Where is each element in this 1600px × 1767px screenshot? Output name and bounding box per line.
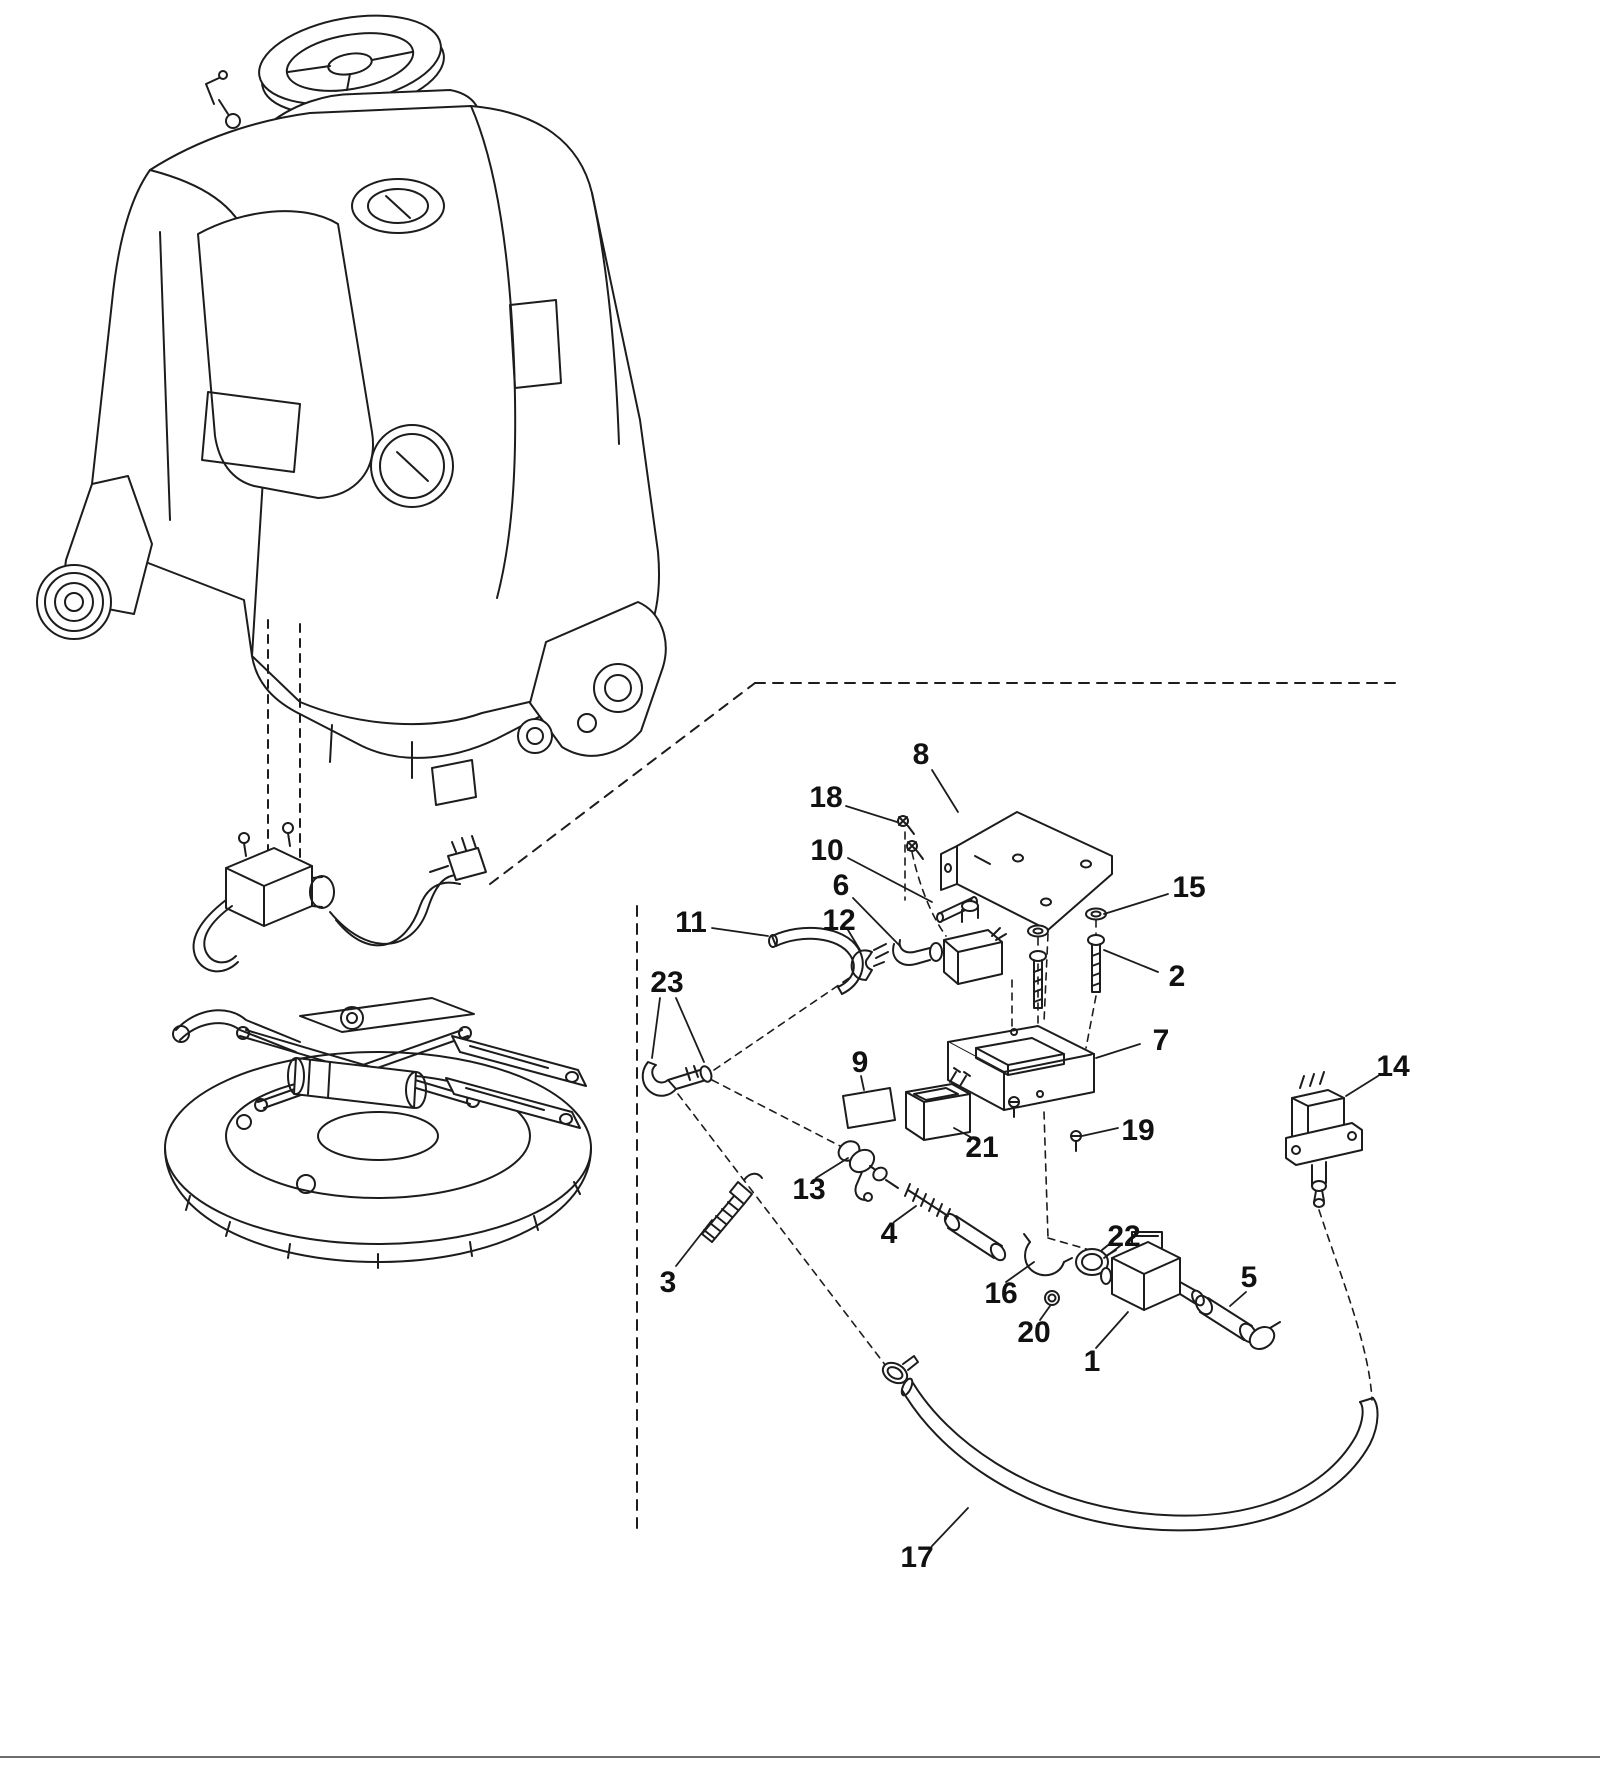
callout-15: 15: [1172, 871, 1206, 904]
callout-7: 7: [1152, 1024, 1170, 1057]
leader-lines: [651, 769, 1379, 1547]
callout-10: 10: [810, 834, 844, 867]
pump-assembly-illustration: [192, 822, 487, 973]
part-18-screws: [897, 815, 924, 860]
part-15-washers: [1027, 907, 1107, 938]
callout-12: 12: [822, 904, 856, 937]
part-1-valve: [1100, 1231, 1205, 1311]
detail-boundary: [489, 682, 1398, 1534]
callout-6: 6: [832, 869, 850, 902]
brush-deck-illustration: [164, 997, 592, 1269]
part-4-spring: [904, 1183, 951, 1222]
part-7-bracket-box: [947, 1025, 1095, 1111]
part-23-elbow: [641, 1061, 713, 1097]
callout-14: 14: [1376, 1050, 1410, 1083]
callout-2: 2: [1168, 960, 1186, 993]
callout-18: 18: [809, 781, 843, 814]
part-14-solenoid-valve: [1285, 1071, 1363, 1208]
part-8-bracket: [940, 811, 1113, 931]
callout-21: 21: [965, 1131, 999, 1164]
callout-22: 22: [1107, 1220, 1141, 1253]
hose-stub: [943, 1212, 1007, 1262]
hose-clamp: [881, 1355, 919, 1385]
part-11-hose: [768, 926, 864, 995]
callout-23: 23: [650, 966, 684, 999]
part-5-hose-piece: [1194, 1294, 1281, 1350]
part-12-elbow: [850, 943, 889, 981]
part-17-hose: [900, 1377, 1379, 1532]
callout-8: 8: [912, 738, 930, 771]
callout-13: 13: [792, 1173, 826, 1206]
bottom-page-rule: [0, 1756, 1600, 1758]
callout-1: 1: [1083, 1345, 1101, 1378]
part-6-valve-assembly: [892, 900, 1007, 985]
callout-4: 4: [880, 1217, 898, 1250]
callout-16: 16: [984, 1277, 1018, 1310]
machine-drop-lines: [267, 619, 301, 859]
callout-19: 19: [1121, 1114, 1155, 1147]
part-9-label: [842, 1087, 896, 1129]
part-2-bolts: [1029, 934, 1105, 1009]
callout-3: 3: [659, 1266, 677, 1299]
callout-20: 20: [1017, 1316, 1051, 1349]
callout-5: 5: [1240, 1261, 1258, 1294]
part-13-couplers: [837, 1140, 899, 1202]
exploded-parts: [641, 811, 1379, 1532]
callout-17: 17: [900, 1541, 934, 1574]
machine-illustration: [36, 14, 667, 806]
callout-11: 11: [675, 906, 707, 939]
part-19-screws: [1008, 1096, 1082, 1152]
part-16-clamp: [1023, 1233, 1073, 1277]
part-21-switch: [905, 1067, 971, 1141]
part-3-fitting: [701, 1172, 763, 1243]
part-20-nut: [1044, 1290, 1060, 1306]
callout-9: 9: [851, 1046, 869, 1079]
